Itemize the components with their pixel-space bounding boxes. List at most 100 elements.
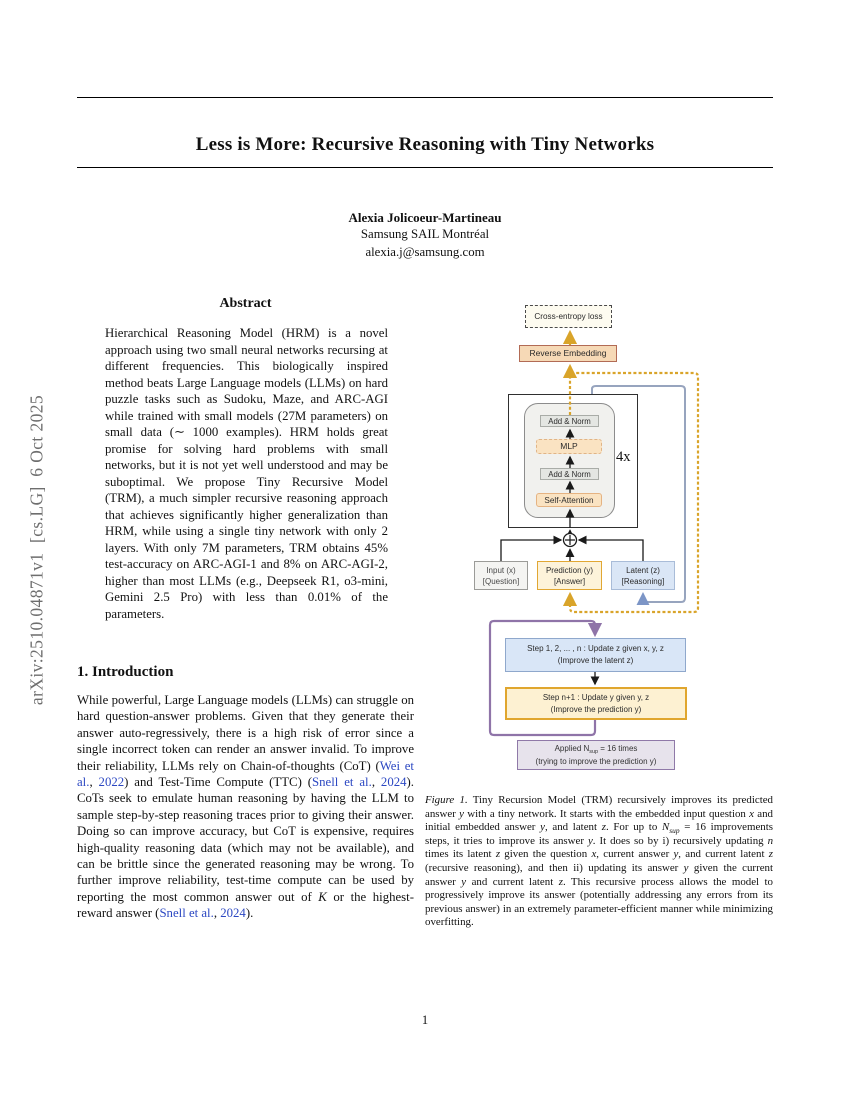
input-question-box: Input (x) [Question] (474, 561, 528, 590)
text-run: and initial embedded answer (425, 807, 773, 834)
text-run: z (768, 848, 773, 861)
applied-nsup-box: Applied Nsup = 16 times (trying to impro… (517, 740, 675, 770)
text-run: y (673, 848, 679, 861)
text-run: Tiny Recursion Model (TRM) recursively i… (425, 794, 773, 820)
title-rule-top (77, 97, 773, 98)
text-run: Figure 1. (425, 794, 468, 806)
text-run: , and current latent (678, 848, 769, 861)
text-run: with a tiny network. It starts with the … (463, 807, 750, 820)
text-run: n (767, 834, 774, 847)
text-run: x (591, 848, 597, 861)
cross-entropy-loss-label: Cross-entropy loss (534, 312, 603, 321)
step-update-y-box: Step n+1 : Update y given y, z (Improve … (505, 687, 687, 720)
text-run: y (540, 821, 545, 834)
text-run: sup (669, 825, 680, 835)
author-affiliation: Samsung SAIL Montréal (360, 227, 490, 242)
plus-combiner-icon (562, 532, 578, 548)
text-run: . For up to (605, 821, 662, 834)
abstract-text: Hierarchical Reasoning Model (HRM) is a … (105, 326, 388, 621)
figure-1-caption: Figure 1. Tiny Recursion Model (TRM) rec… (425, 794, 773, 930)
reverse-embedding-box: Reverse Embedding (519, 345, 617, 362)
plus-sign (565, 535, 575, 545)
input-box-line2: [Question] (482, 576, 520, 586)
arxiv-stamp: arXiv:2510.04871v1 [cs.LG] 6 Oct 2025 (26, 394, 47, 706)
text-run: y (459, 807, 464, 820)
mlp-label: MLP (560, 441, 578, 451)
introduction-paragraph: While powerful, Large Language models (L… (77, 692, 414, 922)
reverse-embedding-label: Reverse Embedding (529, 348, 607, 358)
text-run: ). CoTs seek to emulate human reasoning … (77, 775, 414, 904)
text-run: z (558, 875, 563, 888)
author-block: Alexia Jolicoeur-Martineau Samsung SAIL … (0, 209, 850, 261)
step-update-z-line1: Step 1, 2, ... , n : Update z given x, y… (527, 644, 664, 653)
latent-reasoning-box: Latent (z) [Reasoning] (611, 561, 675, 590)
arrow-input-to-plus (500, 535, 563, 561)
step-update-y-line2: (Improve the prediction y) (550, 704, 642, 714)
text-run: , (213, 906, 221, 921)
applied-nsup-line1: Applied Nsup = 16 times (555, 743, 638, 756)
left-column: Abstract Hierarchical Reasoning Model (H… (77, 290, 414, 922)
page-number: 1 (421, 1013, 429, 1027)
applied-nsup-line2: (trying to improve the prediction y) (535, 756, 657, 766)
prediction-answer-box: Prediction (y) [Answer] (537, 561, 602, 590)
figure-1-diagram: Cross-entropy loss Reverse Embedding Add… (462, 295, 707, 777)
text-run: given the question (500, 848, 592, 861)
add-norm-top-label: Add & Norm (548, 416, 591, 426)
citation-link[interactable]: Wei et al. (77, 758, 414, 790)
step-update-z-line2: (Improve the latent z) (557, 656, 634, 665)
repeat-4x-label: 4x (616, 449, 631, 465)
text-run: = 16 improvements steps, it tries to imp… (425, 821, 773, 847)
step-update-z-box: Step 1, 2, ... , n : Update z given x, y… (505, 638, 686, 672)
text-run: y (461, 875, 467, 888)
text-run: and current latent (466, 875, 559, 888)
citation-link[interactable]: Snell et al. (159, 906, 214, 921)
mlp-box: MLP (536, 439, 602, 454)
text-run: z (601, 821, 606, 834)
text-run: While powerful, Large Language models (L… (77, 693, 414, 773)
text-run: = 16 times (598, 743, 638, 753)
text-run: y (587, 834, 593, 847)
text-run: sup (589, 749, 599, 755)
citation-link[interactable]: Snell et al. (312, 775, 372, 790)
title-rule-bottom (77, 167, 773, 168)
text-run: N (661, 821, 670, 834)
latent-box-line1: Latent (z) (626, 565, 660, 575)
citation-link[interactable]: 2024 (220, 906, 246, 921)
add-norm-bottom-label: Add & Norm (548, 469, 591, 479)
text-run: Applied N (554, 743, 590, 753)
input-box-line1: Input (x) (486, 565, 516, 575)
author-name: Alexia Jolicoeur-Martineau (348, 210, 502, 225)
text-run: , (371, 775, 381, 790)
self-attention-box: Self-Attention (536, 493, 602, 507)
step-update-y-line1: Step n+1 : Update y given y, z (542, 692, 650, 702)
text-run: y (683, 861, 689, 874)
citation-link[interactable]: 2024 (380, 775, 407, 790)
latent-box-line2: [Reasoning] (621, 576, 665, 586)
text-run: or the highest-reward answer ( (77, 889, 414, 921)
prediction-box-line2: [Answer] (553, 576, 586, 586)
text-run: given the current answer (425, 861, 773, 888)
arrow-latent-to-plus (577, 535, 644, 561)
text-run: , and latent (544, 821, 602, 834)
text-run: , (89, 775, 99, 790)
text-run: . This recursive process allows the mode… (425, 875, 773, 929)
cross-entropy-loss-box: Cross-entropy loss (525, 305, 612, 328)
text-run: , current answer (596, 848, 674, 861)
text-run: z (495, 848, 501, 861)
self-attention-label: Self-Attention (544, 495, 594, 505)
text-run: ). (245, 906, 254, 921)
author-email: alexia.j@samsung.com (365, 244, 485, 259)
text-run: (recursive reasoning), and then ii) upda… (425, 861, 684, 874)
citation-link[interactable]: 2022 (98, 775, 125, 790)
add-norm-bottom-box: Add & Norm (540, 468, 599, 480)
text-run: . It does so by i) recursively updating (592, 834, 768, 847)
text-run: ) and Test-Time Compute (TTC) ( (124, 775, 313, 790)
text-run: K (318, 889, 327, 904)
prediction-box-line1: Prediction (y) (545, 565, 594, 575)
text-run: times its latent (425, 848, 496, 861)
text-run: x (749, 807, 754, 820)
add-norm-top-box: Add & Norm (540, 415, 599, 427)
introduction-heading: 1. Introduction (77, 664, 174, 680)
abstract-heading: Abstract (219, 296, 272, 311)
